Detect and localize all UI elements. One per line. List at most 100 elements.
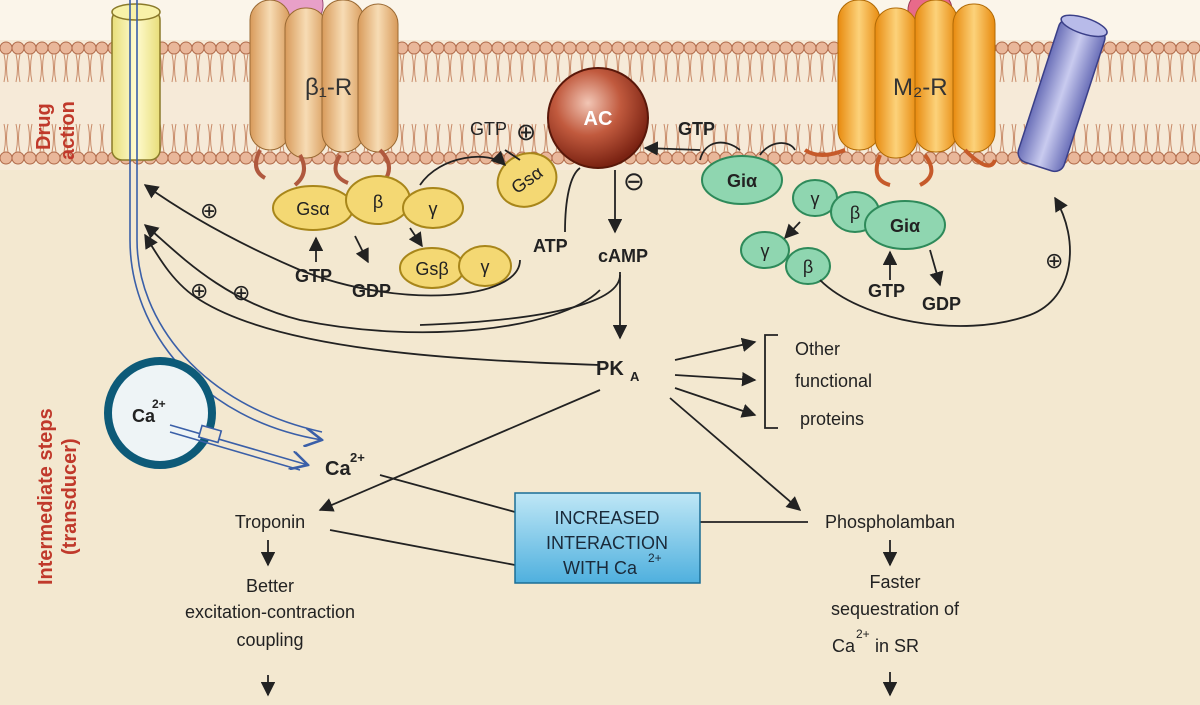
left-effect-line1: Better xyxy=(246,576,294,596)
g-protein-arrows xyxy=(308,141,944,287)
phospholamban-label: Phospholamban xyxy=(825,512,955,532)
lipid-head xyxy=(203,151,217,165)
lipid-head xyxy=(995,41,1009,55)
lipid-head xyxy=(839,151,853,165)
lipid-tail xyxy=(219,53,225,83)
gi-beta-free: β xyxy=(803,257,813,277)
lipid-tail xyxy=(1119,53,1125,83)
ca-cytosol-sup: 2+ xyxy=(350,450,365,465)
plus-3: ⊕ xyxy=(232,280,250,305)
lipid-tail xyxy=(507,123,513,153)
lipid-tail xyxy=(711,53,717,83)
lipid-tail xyxy=(1179,123,1185,153)
lipid-tail xyxy=(183,53,189,83)
lipid-tail xyxy=(1143,123,1149,153)
ac-stimulation-plus: ⊕ xyxy=(516,119,536,146)
beta1-receptor: β₁-R xyxy=(249,0,399,187)
lipid-tail xyxy=(495,123,501,153)
plus-1: ⊕ xyxy=(200,198,218,223)
lipid-head xyxy=(683,151,697,165)
potassium-channel-right xyxy=(1017,14,1108,173)
lipid-tail xyxy=(243,53,249,83)
lipid-head xyxy=(647,41,661,55)
lipid-tail xyxy=(195,123,201,153)
lipid-head xyxy=(791,151,805,165)
lipid-head xyxy=(935,151,949,165)
lipid-tail xyxy=(1179,53,1185,83)
lipid-tail xyxy=(1191,53,1197,83)
lipid-head xyxy=(659,151,673,165)
lipid-tail xyxy=(819,123,825,153)
lipid-head xyxy=(1151,41,1165,55)
lipid-tail xyxy=(771,53,777,83)
lipid-tail xyxy=(1023,53,1029,83)
drug-action-label: Drug action xyxy=(33,101,79,160)
troponin-label: Troponin xyxy=(235,512,305,532)
lipid-head xyxy=(215,151,229,165)
lipid-head xyxy=(1019,41,1033,55)
lipid-head xyxy=(227,41,241,55)
lipid-tail xyxy=(171,123,177,153)
lipid-tail xyxy=(1107,53,1113,83)
lipid-tail xyxy=(1143,53,1149,83)
gs-gtp-near-ac: GTP xyxy=(470,119,507,139)
gi-alpha-top: Giα xyxy=(727,171,757,191)
lipid-head xyxy=(191,151,205,165)
lipid-head xyxy=(1091,151,1105,165)
lipid-tail xyxy=(687,53,693,83)
ac-label: AC xyxy=(584,108,613,130)
lipid-head xyxy=(515,41,529,55)
lipid-head xyxy=(563,41,577,55)
right-effect-ca-sup: 2+ xyxy=(856,627,870,641)
lipid-tail xyxy=(243,123,249,153)
lipid-tail xyxy=(543,123,549,153)
lipid-tail xyxy=(87,53,93,83)
lipid-head xyxy=(695,41,709,55)
lipid-head xyxy=(1103,41,1117,55)
lipid-head xyxy=(911,151,925,165)
camp-label: cAMP xyxy=(598,246,648,266)
lipid-head xyxy=(167,151,181,165)
lipid-head xyxy=(851,151,865,165)
interaction-line3: WITH Ca xyxy=(563,558,638,578)
lipid-tail xyxy=(1131,123,1137,153)
lipid-head xyxy=(671,151,685,165)
lipid-head xyxy=(1127,151,1141,165)
feedback-arrows xyxy=(143,184,1071,366)
pka-label: PK xyxy=(596,358,624,380)
lipid-head xyxy=(707,41,721,55)
lipid-tail xyxy=(1155,53,1161,83)
lipid-tail xyxy=(195,53,201,83)
lipid-tail xyxy=(1011,53,1017,83)
ca-cytosol-label: Ca xyxy=(325,458,351,480)
lipid-tail xyxy=(1083,123,1089,153)
lipid-tail xyxy=(171,53,177,83)
pka-branch-arrows xyxy=(260,389,898,697)
lipid-head xyxy=(995,151,1009,165)
lipid-head xyxy=(587,41,601,55)
lipid-head xyxy=(1067,151,1081,165)
lipid-tail xyxy=(435,53,441,83)
lipid-head xyxy=(1175,41,1189,55)
lipid-tail xyxy=(663,53,669,83)
lipid-head xyxy=(863,151,877,165)
right-effect-in-sr: in SR xyxy=(875,636,919,656)
gi-gamma-subunit: γ xyxy=(811,189,820,209)
lipid-head xyxy=(671,41,685,55)
lipid-head xyxy=(71,41,85,55)
lipid-tail xyxy=(555,53,561,83)
lipid-head xyxy=(455,41,469,55)
lipid-head xyxy=(215,41,229,55)
ac-inhibition-minus: ⊖ xyxy=(623,166,645,196)
m2-receptor-label: M₂-R xyxy=(893,74,948,101)
ca-store-sup: 2+ xyxy=(152,397,166,411)
lipid-head xyxy=(647,151,661,165)
extracellular-space xyxy=(0,0,1200,40)
lipid-head xyxy=(59,41,73,55)
lipid-head xyxy=(1127,41,1141,55)
camp-pathway-arrows xyxy=(564,167,628,340)
lipid-tail xyxy=(819,53,825,83)
lipid-head xyxy=(179,151,193,165)
lipid-head xyxy=(779,41,793,55)
